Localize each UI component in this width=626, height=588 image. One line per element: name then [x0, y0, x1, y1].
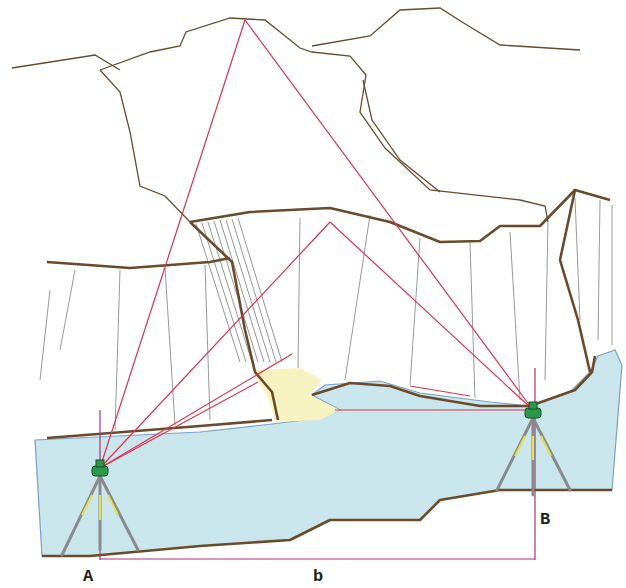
mountain-outline — [12, 8, 580, 222]
point-label: b — [313, 568, 323, 585]
beach — [252, 368, 340, 422]
point-label: B — [540, 511, 550, 528]
baseline — [100, 368, 535, 560]
river — [35, 350, 622, 556]
theodolite-tripod — [497, 402, 570, 495]
cliff-edge — [42, 190, 612, 556]
theodolite-tripod — [62, 460, 138, 555]
point-label: A — [83, 568, 93, 585]
sight-line — [100, 20, 533, 468]
